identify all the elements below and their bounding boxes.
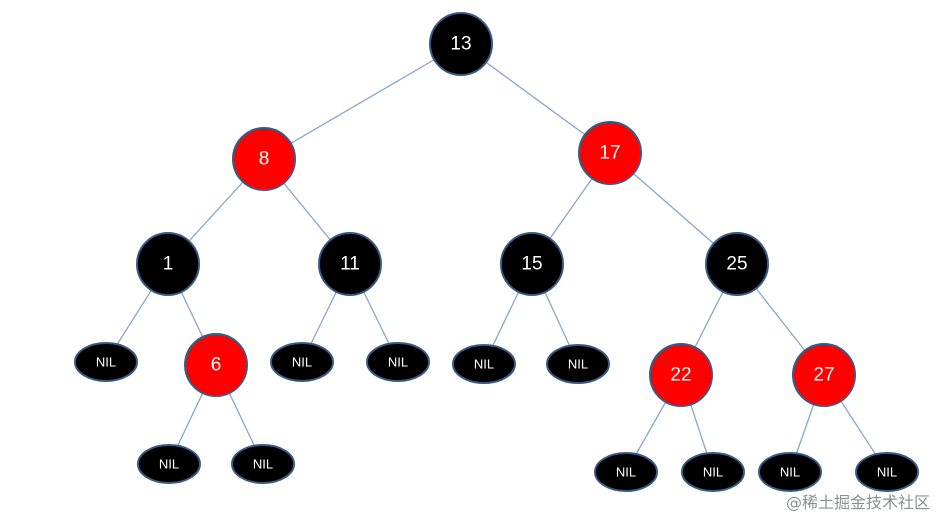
edge-n13-n8 [263, 43, 462, 160]
tree-node-27: 27 [792, 343, 856, 407]
nil-leaf-shape [74, 342, 138, 382]
node-circle [705, 232, 769, 296]
node-circle [136, 232, 200, 296]
nil-label: NIL [474, 357, 494, 372]
node-circle [500, 232, 564, 296]
nil-leaf-shape [594, 452, 658, 492]
nil-label: NIL [388, 355, 408, 370]
nil-leaf-shape [546, 344, 610, 384]
node-label: 13 [450, 34, 471, 55]
nil-leaf: NIL [681, 452, 745, 492]
nil-leaf: NIL [546, 344, 610, 384]
node-label: 22 [670, 365, 691, 386]
node-circle [792, 343, 856, 407]
nil-leaf: NIL [758, 452, 822, 492]
node-label: 1 [163, 254, 174, 275]
node-label: 6 [211, 355, 222, 376]
nil-leaf-shape [758, 452, 822, 492]
nil-leaf-shape [366, 342, 430, 382]
nil-leaf-shape [270, 342, 334, 382]
nil-label: NIL [877, 465, 897, 480]
nil-label: NIL [703, 465, 723, 480]
nil-label: NIL [568, 357, 588, 372]
node-circle [184, 333, 248, 397]
edges-layer [105, 43, 888, 473]
tree-node-25: 25 [705, 232, 769, 296]
nil-leaf-shape [855, 452, 919, 492]
nil-leaf: NIL [137, 444, 201, 484]
node-circle [649, 343, 713, 407]
nil-label: NIL [159, 457, 179, 472]
node-circle [318, 232, 382, 296]
nil-leaf: NIL [594, 452, 658, 492]
nil-leaf: NIL [270, 342, 334, 382]
tree-node-13: 13 [429, 12, 493, 76]
tree-node-17: 17 [578, 121, 642, 185]
tree-node-11: 11 [318, 232, 382, 296]
nil-label: NIL [616, 465, 636, 480]
tree-node-22: 22 [649, 343, 713, 407]
nil-leaf-shape [137, 444, 201, 484]
nil-leaf: NIL [74, 342, 138, 382]
nil-label: NIL [253, 457, 273, 472]
nil-leaf: NIL [231, 444, 295, 484]
nil-label: NIL [96, 355, 116, 370]
nil-leaf: NIL [855, 452, 919, 492]
nil-leaf-shape [681, 452, 745, 492]
node-label: 8 [259, 149, 270, 170]
nil-leaf: NIL [366, 342, 430, 382]
nil-label: NIL [292, 355, 312, 370]
node-label: 15 [521, 254, 542, 275]
tree-node-1: 1 [136, 232, 200, 296]
tree-node-6: 6 [184, 333, 248, 397]
node-circle [232, 127, 296, 191]
nil-label: NIL [780, 465, 800, 480]
node-label: 27 [813, 365, 834, 386]
node-label: 11 [340, 254, 360, 275]
node-circle [429, 12, 493, 76]
nil-leaf-shape [231, 444, 295, 484]
node-label: 25 [726, 254, 747, 275]
watermark: @稀土掘金技术社区 [785, 493, 930, 512]
node-circle [578, 121, 642, 185]
nil-leaf-shape [452, 344, 516, 384]
tree-node-15: 15 [500, 232, 564, 296]
nil-leaf: NIL [452, 344, 516, 384]
tree-node-8: 8 [232, 127, 296, 191]
node-label: 17 [599, 143, 620, 164]
